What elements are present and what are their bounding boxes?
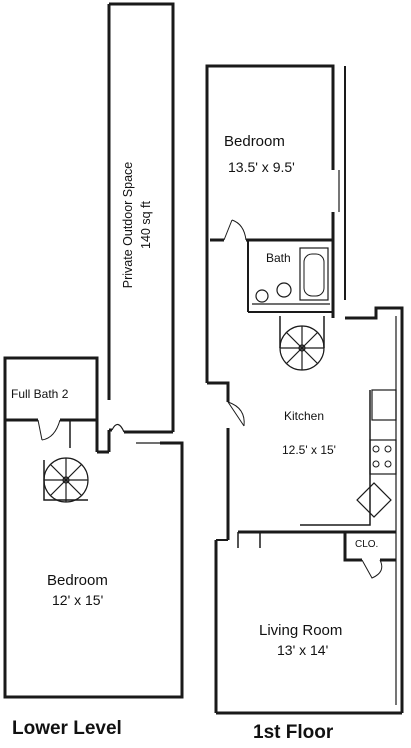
lower-bedroom-dimensions: 12' x 15'	[52, 592, 104, 608]
lower-bedroom-name: Bedroom	[47, 572, 108, 589]
first-bedroom-name: Bedroom	[224, 133, 285, 150]
living-room-dimensions: 13' x 14'	[277, 642, 329, 658]
upper-spiral-stair	[279, 316, 325, 371]
closet-label: CLO.	[355, 539, 379, 550]
first-floor-walls	[205, 64, 404, 715]
lower-level-walls	[3, 356, 184, 699]
first-bedroom-dimensions: 13.5' x 9.5'	[228, 159, 295, 175]
living-room-name: Living Room	[259, 622, 343, 639]
outdoor-space-label: Private Outdoor Space 140 sq ft	[121, 125, 157, 325]
first-floor-title: 1st Floor	[253, 722, 334, 743]
lower-spiral-stair	[43, 457, 89, 503]
kitchen-name: Kitchen	[284, 409, 325, 423]
outdoor-space-name: Private Outdoor Space	[121, 161, 135, 289]
outdoor-space-walls	[107, 2, 175, 434]
outdoor-space-area: 140 sq ft	[139, 201, 153, 249]
lower-level-title: Lower Level	[12, 718, 122, 739]
bath-label: Bath	[266, 251, 291, 265]
full-bath-label: Full Bath 2	[11, 387, 69, 401]
kitchen-dimensions: 12.5' x 15'	[282, 443, 336, 457]
